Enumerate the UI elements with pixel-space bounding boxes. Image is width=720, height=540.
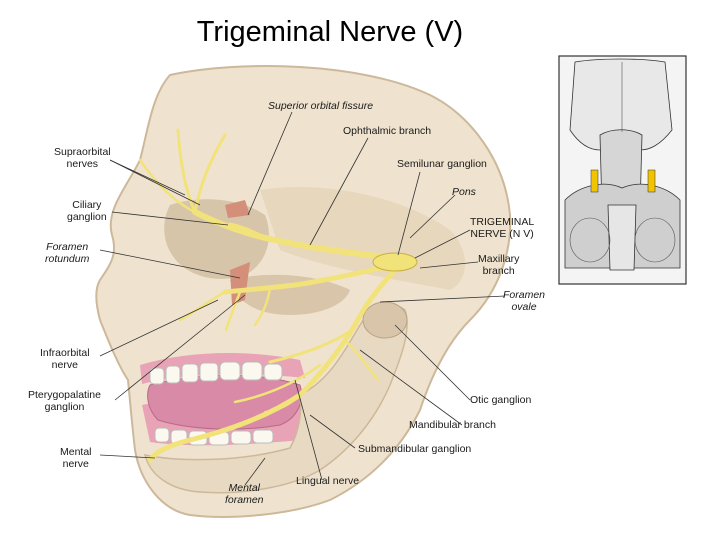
brainstem-inset (558, 55, 687, 285)
label-ciliary-ganglion: Ciliary ganglion (67, 199, 107, 223)
label-lingual-nerve: Lingual nerve (296, 475, 360, 487)
label-submandibular-ganglion: Submandibular ganglion (358, 443, 472, 455)
teeth (149, 361, 283, 446)
label-mental-foramen: Mental foramen (225, 482, 264, 506)
label-infraorbital-nerve: Infraorbital nerve (40, 347, 90, 371)
label-maxillary-branch: Maxillary branch (478, 253, 520, 277)
label-pterygopalatine-ganglion: Pterygopalatine ganglion (28, 389, 101, 413)
semilunar-ganglion-shape (372, 252, 418, 272)
label-semilunar-ganglion: Semilunar ganglion (397, 158, 487, 170)
slide-title: Trigeminal Nerve (V) (196, 16, 464, 48)
label-otic-ganglion: Otic ganglion (470, 394, 532, 406)
label-pons: Pons (452, 186, 476, 198)
nerve-branches (138, 128, 413, 463)
label-foramen-rotundum: Foramen rotundum (45, 241, 90, 265)
label-superior-orbital-fissure: Superior orbital fissure (268, 100, 374, 112)
label-trigeminal-nerve: TRIGEMINAL NERVE (N V) (470, 216, 535, 240)
label-supraorbital-nerves: Supraorbital nerves (54, 146, 111, 170)
label-mental-nerve: Mental nerve (60, 446, 92, 470)
label-mandibular-branch: Mandibular branch (409, 419, 496, 431)
leader-lines (99, 111, 506, 486)
label-ophthalmic-branch: Ophthalmic branch (343, 125, 432, 137)
label-foramen-ovale: Foramen ovale (503, 289, 546, 313)
